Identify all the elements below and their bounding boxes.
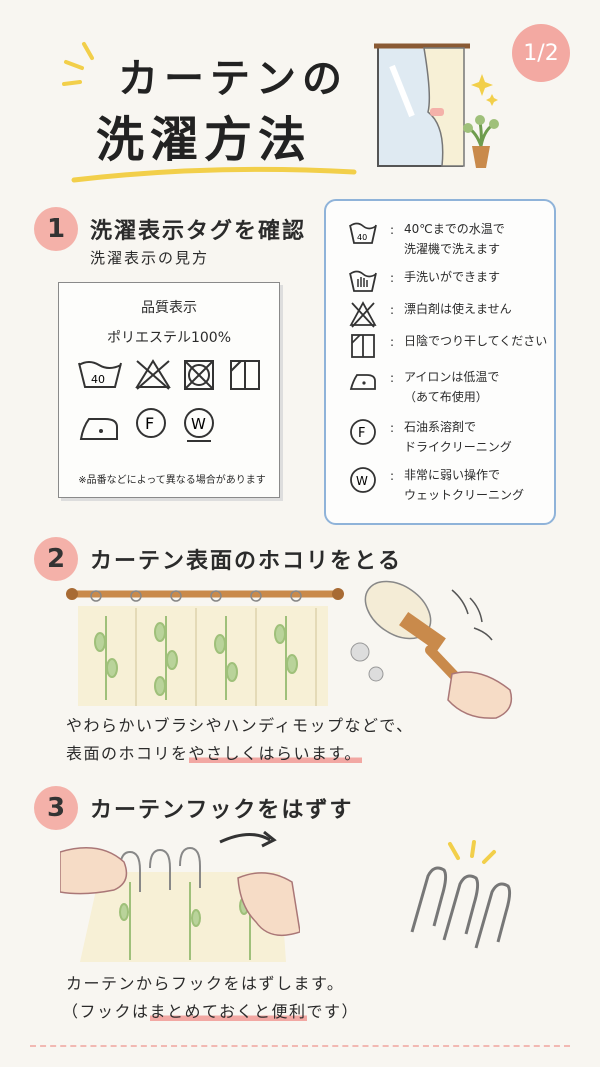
tag-care-symbols: 40 F W <box>78 359 260 442</box>
svg-text:F: F <box>358 426 365 441</box>
title-line-1: カーテンの <box>118 56 348 102</box>
tag-material: ポリエステル100% <box>106 330 232 346</box>
iron-low-icon <box>349 374 376 390</box>
svg-text:W: W <box>191 415 206 433</box>
step-3-emphasis: まとめておくと便利 <box>149 1002 307 1021</box>
curtain-rod-illustration <box>66 588 344 706</box>
legend-text: 日陰でつり干してください <box>404 334 548 348</box>
step-3-number: 3 <box>34 786 78 830</box>
title-line-2: 洗濯方法 <box>96 112 313 168</box>
wash-tub-icon: 40 <box>78 361 122 388</box>
wet-clean-w-icon: W <box>184 408 214 442</box>
step-3-text-line2: （フックはまとめておくと便利です） <box>62 1002 360 1021</box>
svg-text:40: 40 <box>357 233 367 242</box>
title-underline <box>71 166 357 183</box>
dry-clean-f-icon: F <box>136 408 166 438</box>
legend-text: アイロンは低温で （あて布使用） <box>404 370 500 404</box>
legend-text: 手洗いができます <box>404 270 501 284</box>
no-tumble-dry-icon <box>184 360 214 390</box>
care-symbol-legend: 40 : 40℃までの水温で 洗濯機で洗えます : 手洗いができます : 漂白剤… <box>324 199 556 525</box>
tag-heading: 品質表示 <box>141 300 197 316</box>
sparkle-lines-icon <box>62 42 94 86</box>
care-label-tag: 品質表示 ポリエステル100% 40 F <box>58 282 280 498</box>
step-2-text-line2: 表面のホコリをやさしくはらいます。 <box>66 744 362 763</box>
step-2-text-line1: やわらかいブラシやハンディモップなどで、 <box>66 716 414 735</box>
step-2-emphasis: やさしくはらいます。 <box>188 744 362 763</box>
iron-low-icon <box>79 418 118 440</box>
step-1-title: 洗濯表示タグを確認 <box>90 219 307 244</box>
step-3-text-line1: カーテンからフックをはずします。 <box>66 974 345 993</box>
shade-dry-icon <box>230 360 260 390</box>
remove-hook-illustration <box>60 830 300 962</box>
page-indicator-badge: 1/2 <box>512 24 570 82</box>
step-1-number: 1 <box>34 207 78 251</box>
legend-text: 非常に弱い操作で ウェットクリーニング <box>404 468 525 502</box>
dry-clean-f-icon: F <box>350 419 376 445</box>
tag-temp-label: 40 <box>91 373 105 386</box>
svg-text:W: W <box>356 474 368 488</box>
wet-clean-w-icon: W <box>350 467 376 493</box>
step-2-number: 2 <box>34 537 78 581</box>
no-bleach-icon <box>135 359 171 390</box>
legend-text: 石油系溶剤で ドライクリーニング <box>404 420 512 454</box>
curtain-hooks-icon <box>410 840 512 949</box>
footer-divider <box>30 1045 570 1047</box>
shade-dry-icon <box>351 334 375 358</box>
legend-text: 漂白剤は使えません <box>404 302 512 316</box>
brush-illustration <box>350 580 513 719</box>
svg-text:F: F <box>145 414 154 433</box>
step-2-title: カーテン表面のホコリをとる <box>90 549 403 574</box>
wash-tub-40-icon: 40 <box>349 222 377 244</box>
step-3-title: カーテンフックをはずす <box>90 798 354 823</box>
step-1-subtitle: 洗濯表示の見方 <box>90 249 210 267</box>
no-bleach-icon <box>349 301 377 328</box>
tag-note: ※品番などによって異なる場合があります <box>78 475 266 486</box>
window-curtain-illustration <box>374 43 499 168</box>
hand-wash-icon <box>349 270 377 292</box>
legend-text: 40℃までの水温で 洗濯機で洗えます <box>404 222 505 256</box>
